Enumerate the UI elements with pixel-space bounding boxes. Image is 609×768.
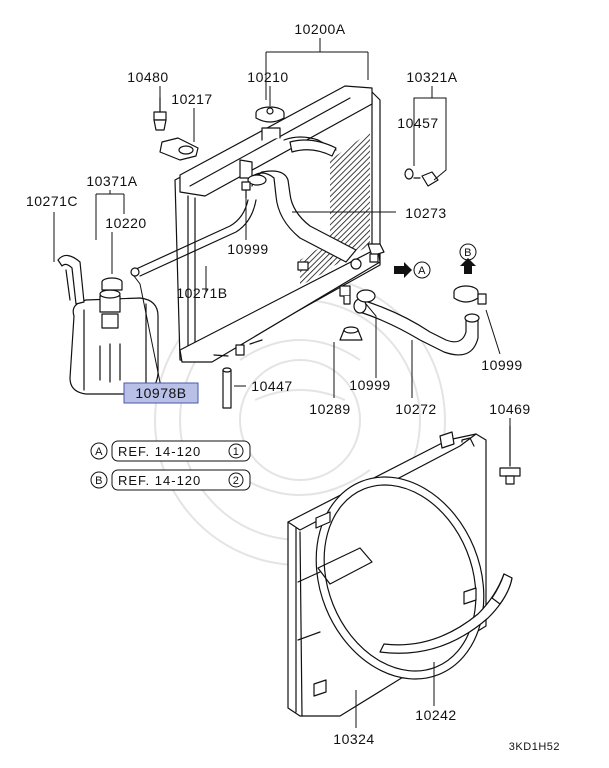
svg-text:B: B (464, 247, 472, 259)
lower-hose (353, 298, 480, 356)
label-10273: 10273 (405, 205, 446, 221)
reservoir-hose (57, 254, 85, 305)
connector-b: B (459, 243, 477, 274)
svg-text:REF. 14-120: REF. 14-120 (118, 473, 201, 488)
reference-a: A REF. 14-120 1 (90, 440, 251, 462)
connector-a: A (394, 261, 431, 279)
svg-text:2: 2 (233, 475, 240, 487)
fan-shroud (287, 431, 487, 717)
label-10242: 10242 (415, 707, 456, 723)
label-10978B: 10978B (135, 385, 186, 401)
svg-text:REF. 14-120: REF. 14-120 (118, 444, 201, 459)
label-10371A: 10371A (86, 173, 137, 189)
rubber-bushing (339, 326, 363, 341)
reference-b: B REF. 14-120 2 (90, 469, 251, 491)
bracket-10217 (159, 137, 199, 161)
bolt-10469 (499, 425, 521, 485)
label-10999-right: 10999 (481, 357, 522, 373)
reservoir-cap (101, 277, 123, 291)
label-10480: 10480 (127, 69, 168, 85)
clamp-upper (241, 174, 267, 199)
label-10469: 10469 (489, 401, 530, 417)
drain-plug (404, 168, 439, 187)
highlight-10978B: 10978B (123, 382, 199, 404)
shroud-ring (379, 573, 513, 654)
label-10210: 10210 (247, 69, 288, 85)
svg-text:B: B (95, 475, 103, 487)
label-10220: 10220 (105, 215, 146, 231)
reservoir-tank (69, 289, 159, 395)
label-10217: 10217 (171, 91, 212, 107)
diagram-code: 3KD1H52 (509, 741, 560, 753)
leader-lines (53, 38, 511, 728)
drain-fitting (367, 243, 385, 263)
svg-text:A: A (418, 265, 426, 277)
label-10200A: 10200A (294, 21, 345, 37)
overflow-hose (130, 199, 257, 277)
label-10447: 10447 (251, 378, 292, 394)
svg-text:1: 1 (233, 446, 240, 458)
radiator (174, 85, 381, 363)
clamp-lower (339, 285, 376, 305)
svg-text:A: A (95, 446, 103, 458)
drain-tube (222, 367, 232, 409)
label-10271C: 10271C (26, 193, 78, 209)
bolt-10480 (153, 97, 167, 131)
label-10271B: 10271B (176, 285, 227, 301)
clamp-b (453, 285, 487, 305)
label-10457: 10457 (397, 115, 438, 131)
label-10272: 10272 (395, 401, 436, 417)
radiator-cap (255, 106, 285, 123)
label-10324: 10324 (333, 731, 374, 747)
label-10999-lower: 10999 (349, 377, 390, 393)
label-10321A: 10321A (406, 69, 457, 85)
label-10289: 10289 (309, 401, 350, 417)
label-10999-upper: 10999 (227, 241, 268, 257)
